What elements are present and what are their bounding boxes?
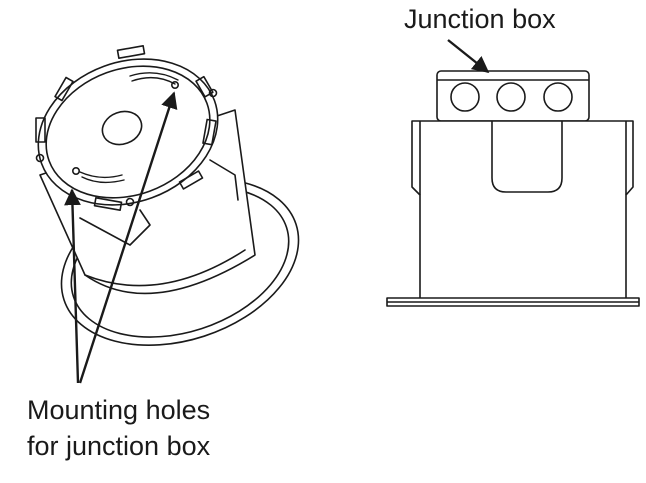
junction-box-arrow bbox=[447, 39, 490, 74]
junction-box-label: Junction box bbox=[404, 4, 556, 34]
speaker-can-angled-view bbox=[35, 45, 300, 347]
speaker-can-side-view bbox=[386, 70, 640, 307]
mounting-holes-label-line2: for junction box bbox=[27, 431, 211, 461]
mounting-holes-arrows bbox=[64, 91, 178, 384]
mounting-holes-label-line1: Mounting holes bbox=[27, 395, 211, 425]
